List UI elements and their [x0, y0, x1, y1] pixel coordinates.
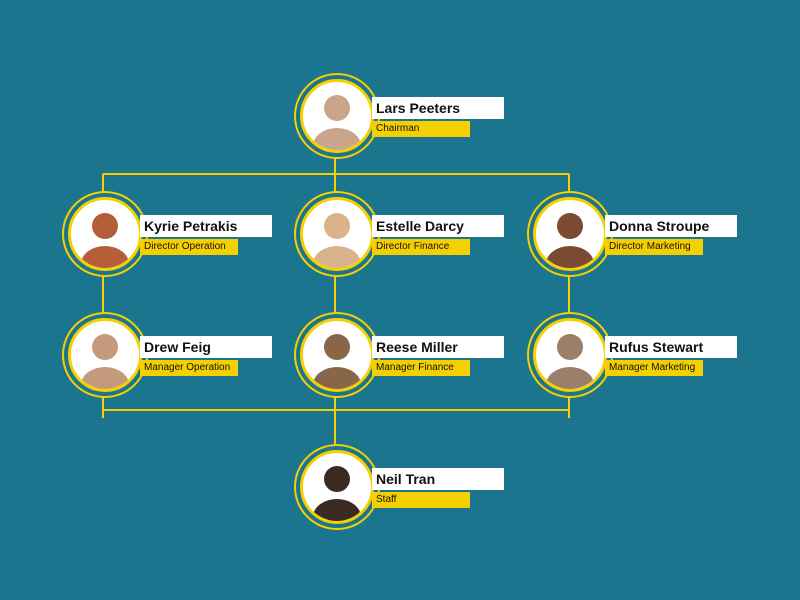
person-name: Lars Peeters: [372, 97, 504, 119]
person-name: Neil Tran: [372, 468, 504, 490]
avatar-icon: [300, 197, 374, 271]
node-rufus-stewart: Rufus Stewart Manager Marketing: [533, 318, 753, 408]
node-donna-stroupe: Donna Stroupe Director Marketing: [533, 197, 753, 287]
node-reese-miller: Reese Miller Manager Finance: [300, 318, 520, 408]
person-role: Staff: [372, 492, 470, 508]
person-name: Donna Stroupe: [605, 215, 737, 237]
avatar-icon: [300, 79, 374, 153]
avatar-icon: [533, 318, 607, 392]
person-role: Chairman: [372, 121, 470, 137]
person-role: Manager Marketing: [605, 360, 703, 376]
node-estelle-darcy: Estelle Darcy Director Finance: [300, 197, 520, 287]
node-lars-peeters: Lars Peeters Chairman: [300, 79, 520, 169]
avatar-icon: [68, 197, 142, 271]
avatar-icon: [300, 318, 374, 392]
avatar-icon: [300, 450, 374, 524]
avatar-icon: [533, 197, 607, 271]
person-name: Kyrie Petrakis: [140, 215, 272, 237]
person-role: Director Marketing: [605, 239, 703, 255]
person-role: Manager Finance: [372, 360, 470, 376]
person-role: Director Operation: [140, 239, 238, 255]
person-name: Estelle Darcy: [372, 215, 504, 237]
person-role: Manager Operation: [140, 360, 238, 376]
person-name: Reese Miller: [372, 336, 504, 358]
node-kyrie-petrakis: Kyrie Petrakis Director Operation: [68, 197, 288, 287]
avatar-icon: [68, 318, 142, 392]
node-drew-feig: Drew Feig Manager Operation: [68, 318, 288, 408]
person-name: Rufus Stewart: [605, 336, 737, 358]
person-name: Drew Feig: [140, 336, 272, 358]
node-neil-tran: Neil Tran Staff: [300, 450, 520, 540]
person-role: Director Finance: [372, 239, 470, 255]
